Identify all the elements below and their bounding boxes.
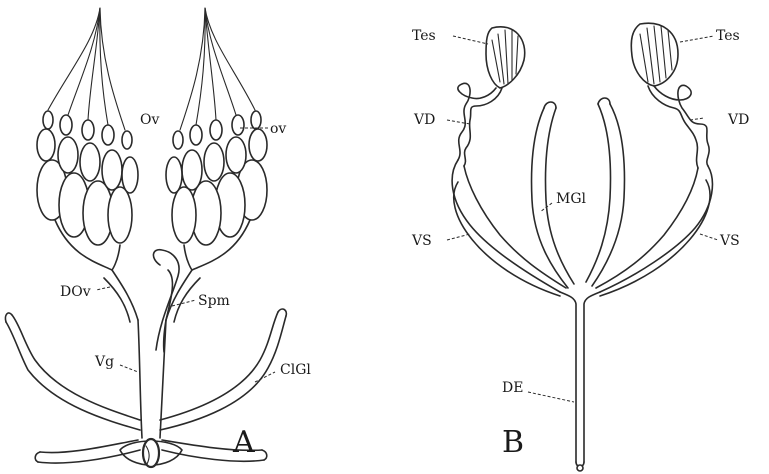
- panel-b-male-organs: Tes Tes VD VD MGl VS VS DE B: [411, 23, 749, 471]
- label-vas-deferens-left: VD: [413, 112, 435, 128]
- right-vas-deferens: [648, 85, 709, 168]
- ejaculatory-duct: [560, 292, 600, 471]
- label-mucous-gland: MGl: [556, 191, 587, 207]
- right-ovarioles: [166, 111, 267, 245]
- right-testis: [631, 23, 678, 86]
- right-seminal-vesicle: [596, 166, 712, 292]
- label-testis-right: Tes: [716, 28, 740, 44]
- label-ovariole: ov: [270, 121, 286, 137]
- panel-label-b: B: [502, 425, 524, 460]
- label-seminal-vesicle-right: VS: [719, 233, 740, 249]
- left-ovary: [37, 8, 138, 322]
- label-vas-deferens-right: VD: [727, 112, 749, 128]
- label-seminal-vesicle-left: VS: [411, 233, 432, 249]
- label-colleterial-gland: ClGl: [280, 362, 311, 378]
- label-testis-left: Tes: [412, 28, 436, 44]
- spermatheca: [153, 250, 179, 352]
- panel-label-a: A: [232, 425, 255, 460]
- left-testis: [486, 27, 525, 88]
- left-ovarioles: [37, 111, 138, 245]
- label-vagina: Vg: [94, 354, 114, 370]
- label-ejaculatory-duct: DE: [502, 380, 523, 396]
- label-oviduct: DOv: [60, 284, 91, 300]
- left-vas-deferens: [458, 83, 502, 166]
- panel-a-female-organs: Ov ov DOv Spm Vg ClGl A: [5, 8, 311, 467]
- right-ovary: [166, 8, 267, 322]
- label-ovary: Ov: [140, 112, 159, 128]
- label-spermatheca: Spm: [198, 293, 230, 309]
